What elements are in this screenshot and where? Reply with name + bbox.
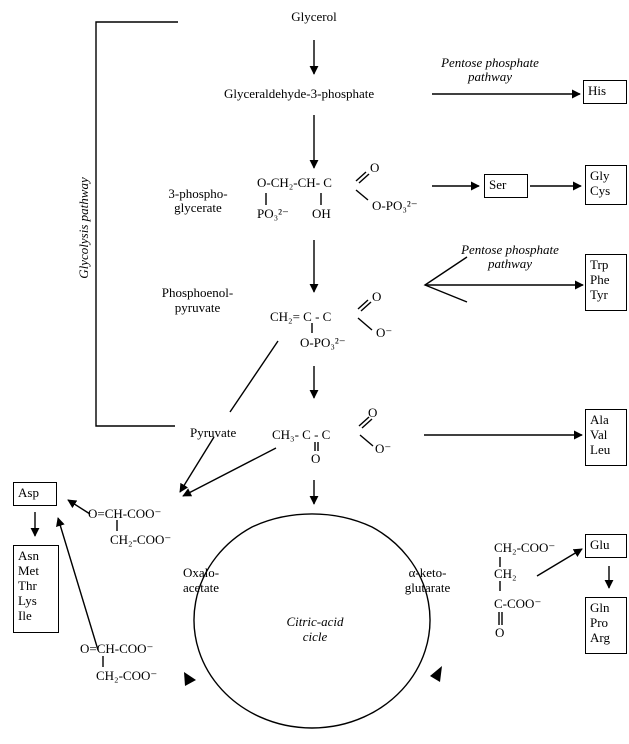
oxaloacetate-line1: Oxalo-	[182, 565, 220, 580]
ser-label: Ser	[489, 177, 507, 192]
glycolysis-pathway-label: Glycolysis pathway	[76, 177, 91, 279]
tyr-label: Tyr	[590, 287, 608, 302]
cys-label: Cys	[590, 183, 611, 198]
oxal-bottom-line2: CH₂-COO⁻	[96, 668, 158, 683]
akg-formula-1: CH₂-COO⁻	[494, 540, 556, 555]
pep-formula-opo3: O-PO₃²⁻	[300, 335, 346, 350]
akg-label-line2: glutarate	[404, 580, 451, 595]
oxal-top-line2: CH₂-COO⁻	[110, 532, 172, 547]
gly-cys-box: Gly Cys	[585, 165, 627, 205]
thr-label: Thr	[18, 578, 37, 593]
arrow-pyr-oxal	[182, 447, 277, 497]
aromatic-box: Trp Phe Tyr	[585, 254, 627, 311]
pyr-formula-main: CH₃- C - C	[272, 427, 331, 442]
leu-label: Leu	[590, 442, 611, 457]
cycle-arrowhead-right	[430, 666, 442, 682]
pep-formula-o: O	[372, 289, 382, 304]
gln-label: Gln	[590, 600, 610, 615]
pg-formula-po3: PO₃²⁻	[257, 206, 289, 221]
lys-label: Lys	[18, 593, 37, 608]
asn-group-box: Asn Met Thr Lys Ile	[13, 545, 59, 633]
pyr-formula-o: O	[368, 405, 378, 420]
pg-formula-opo3: O-PO₃²⁻	[372, 198, 418, 213]
cycle-arrowhead-left	[184, 672, 196, 686]
arrow-pep-oxal	[179, 436, 215, 493]
glycerol-label: Glycerol	[291, 9, 337, 24]
pep-formula-main: CH₂= C - C	[270, 309, 332, 324]
pg-formula-o: O	[370, 160, 380, 175]
val-label: Val	[590, 427, 608, 442]
oxal-bottom-line1: O=CH-COO⁻	[80, 641, 154, 656]
pg-label-line2: glycerate	[174, 200, 222, 215]
oxaloacetate-line2: acetate	[182, 580, 220, 595]
pro-label: Pro	[590, 615, 609, 630]
trp-label: Trp	[590, 257, 609, 272]
pg-formula-oh: OH	[312, 206, 331, 221]
gln-group-box: Gln Pro Arg	[585, 597, 627, 654]
akg-formula-4: O	[495, 625, 505, 640]
ile-label: Ile	[18, 608, 32, 623]
oxal-top-line1: O=CH-COO⁻	[88, 506, 162, 521]
pentose-top-line1: Pentose phosphate	[441, 55, 539, 70]
pep-label-line1: Phosphoenol-	[161, 285, 234, 300]
met-label: Met	[18, 563, 39, 578]
pyr-formula-ominus: O⁻	[375, 441, 392, 456]
arrow-akg-glu	[536, 548, 583, 577]
pg-label-line1: 3-phospho-	[168, 186, 228, 201]
his-label: His	[588, 83, 607, 98]
citric-cycle-line2: cicle	[302, 629, 328, 644]
arrow-oxal-asp	[67, 499, 91, 515]
ala-val-leu-box: Ala Val Leu	[585, 409, 627, 466]
pep-formula-ominus: O⁻	[376, 325, 393, 340]
gly-label: Gly	[590, 168, 610, 183]
pentose-mid-line2: pathway	[487, 256, 533, 271]
pentose-mid-line1: Pentose phosphate	[461, 242, 559, 257]
akg-label-line1: α-keto-	[408, 565, 447, 580]
arg-label: Arg	[590, 630, 610, 645]
citric-cycle-circle	[193, 513, 431, 729]
phe-label: Phe	[590, 272, 610, 287]
line-pep-pyr-cross	[229, 340, 279, 413]
pep-label-line2: pyruvate	[174, 300, 221, 315]
pyr-formula-o-bottom: O	[311, 451, 321, 466]
glu-label: Glu	[590, 537, 610, 552]
glu-box: Glu	[585, 534, 627, 558]
pyruvate-label: Pyruvate	[190, 425, 237, 440]
his-box: His	[583, 80, 627, 104]
pentose-top-line2: pathway	[467, 69, 513, 84]
g3p-label: Glyceraldehyde-3-phosphate	[224, 86, 375, 101]
asn-label: Asn	[18, 548, 39, 563]
citric-cycle-line1: Citric-acid	[286, 614, 344, 629]
glycolysis-bracket	[95, 21, 178, 427]
akg-formula-2: CH₂	[494, 566, 517, 581]
akg-formula-3: C-COO⁻	[494, 596, 542, 611]
ala-label: Ala	[590, 412, 609, 427]
pg-formula-top: O-CH₂-CH- C	[257, 175, 332, 190]
asp-box: Asp	[13, 482, 57, 506]
asp-label: Asp	[18, 485, 39, 500]
arrow-oxal2-asp	[56, 517, 99, 651]
ser-box: Ser	[484, 174, 528, 198]
